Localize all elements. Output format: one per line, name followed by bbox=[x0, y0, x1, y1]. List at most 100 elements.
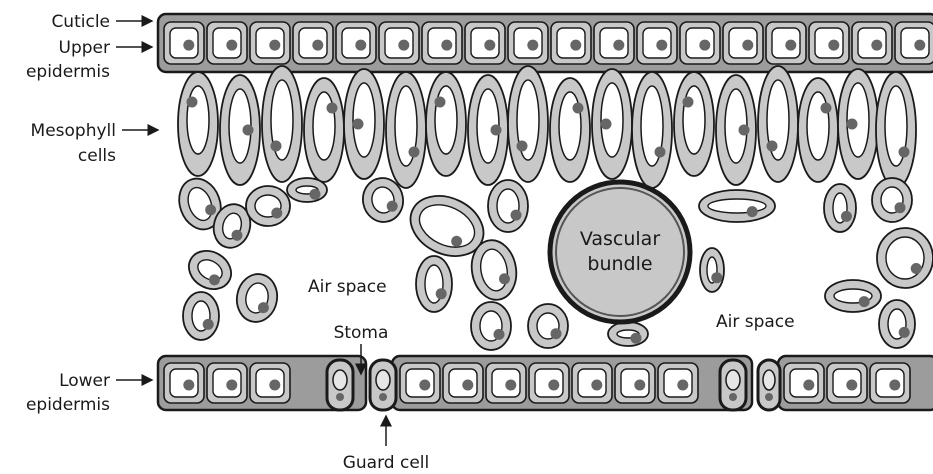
upper-epidermis-cell bbox=[895, 22, 933, 64]
guard-cell-left-a bbox=[327, 360, 353, 410]
palisade-nucleus bbox=[821, 103, 832, 114]
lower-epidermis-nucleus bbox=[548, 380, 559, 391]
upper-epidermis-cell bbox=[680, 22, 720, 64]
lower-epidermis-cell bbox=[784, 363, 824, 403]
lower-epidermis-nucleus bbox=[846, 380, 857, 391]
lower-epidermis-nucleus bbox=[183, 380, 194, 391]
spongy-cell bbox=[416, 256, 452, 312]
upper-epidermis-cell bbox=[164, 22, 204, 64]
palisade-nucleus bbox=[435, 97, 446, 108]
palisade-nucleus bbox=[243, 125, 254, 136]
spongy-cell bbox=[700, 248, 724, 292]
lower-epidermis-nucleus bbox=[591, 380, 602, 391]
upper-epidermis-label-line1: Upper bbox=[59, 38, 110, 58]
mesophyll-label-line2: cells bbox=[78, 146, 116, 166]
upper-epidermis-nucleus bbox=[570, 40, 581, 51]
lower-epidermis-nucleus bbox=[634, 380, 645, 391]
palisade-nucleus bbox=[847, 119, 858, 130]
spongy-nucleus bbox=[711, 272, 722, 283]
label-guard-cell: Guard cell bbox=[343, 416, 430, 473]
spongy-nucleus bbox=[310, 189, 321, 200]
upper-epidermis-nucleus bbox=[355, 40, 366, 51]
palisade-cell bbox=[262, 66, 302, 182]
spongy-cell bbox=[699, 190, 775, 222]
spongy-nucleus bbox=[203, 319, 214, 330]
lower-epidermis-nucleus bbox=[803, 380, 814, 391]
spongy-cell bbox=[246, 186, 290, 226]
palisade-cell bbox=[798, 78, 838, 182]
palisade-cell bbox=[304, 78, 344, 182]
upper-epidermis-nucleus bbox=[441, 40, 452, 51]
upper-epidermis bbox=[158, 14, 933, 72]
spongy-cell bbox=[528, 304, 568, 348]
upper-epidermis-label-line2: epidermis bbox=[26, 62, 110, 82]
label-cuticle: Cuticle bbox=[51, 12, 152, 32]
spongy-nucleus bbox=[631, 333, 642, 344]
upper-epidermis-nucleus bbox=[183, 40, 194, 51]
spongy-cell bbox=[287, 178, 327, 202]
upper-epidermis-nucleus bbox=[914, 40, 925, 51]
upper-epidermis-nucleus bbox=[398, 40, 409, 51]
label-mesophyll: Mesophyll cells bbox=[31, 121, 158, 166]
upper-epidermis-nucleus bbox=[871, 40, 882, 51]
spongy-cell bbox=[877, 228, 933, 288]
lower-epidermis-cell bbox=[572, 363, 612, 403]
spongy-cell bbox=[608, 322, 648, 346]
air-space-right-label: Air space bbox=[716, 312, 795, 332]
palisade-cell bbox=[344, 69, 384, 179]
palisade-nucleus bbox=[573, 103, 584, 114]
spongy-nucleus bbox=[895, 202, 906, 213]
upper-epidermis-cells bbox=[164, 22, 933, 64]
upper-epidermis-cell bbox=[465, 22, 505, 64]
upper-epidermis-nucleus bbox=[312, 40, 323, 51]
lower-epidermis-nucleus bbox=[889, 380, 900, 391]
lower-epidermis-nucleus bbox=[419, 380, 430, 391]
upper-epidermis-cell bbox=[594, 22, 634, 64]
spongy-nucleus bbox=[899, 327, 910, 338]
spongy-cell bbox=[182, 243, 238, 296]
upper-epidermis-nucleus bbox=[527, 40, 538, 51]
lower-epidermis-cell bbox=[486, 363, 526, 403]
lower-epidermis-cell bbox=[443, 363, 483, 403]
palisade-cell bbox=[468, 75, 508, 185]
upper-epidermis-cell bbox=[852, 22, 892, 64]
palisade-cell bbox=[716, 75, 756, 185]
spongy-nucleus bbox=[911, 263, 922, 274]
spongy-cell bbox=[233, 271, 281, 325]
upper-epidermis-cell bbox=[336, 22, 376, 64]
upper-epidermis-nucleus bbox=[226, 40, 237, 51]
upper-epidermis-nucleus bbox=[785, 40, 796, 51]
palisade-cell bbox=[178, 72, 218, 176]
palisade-cell bbox=[550, 78, 590, 182]
spongy-nucleus bbox=[747, 206, 758, 217]
palisade-nucleus bbox=[655, 147, 666, 158]
lower-epidermis-nucleus bbox=[226, 380, 237, 391]
palisade-nucleus bbox=[899, 147, 910, 158]
spongy-nucleus bbox=[271, 208, 282, 219]
upper-epidermis-cell bbox=[207, 22, 247, 64]
upper-epidermis-cell bbox=[551, 22, 591, 64]
spongy-nucleus bbox=[511, 210, 522, 221]
palisade-cell bbox=[632, 72, 672, 188]
palisade-nucleus bbox=[739, 125, 750, 136]
upper-epidermis-cell bbox=[766, 22, 806, 64]
spongy-nucleus bbox=[551, 328, 562, 339]
lower-epidermis bbox=[158, 356, 933, 410]
lower-epidermis-cell bbox=[250, 363, 290, 403]
palisade-cell bbox=[386, 72, 426, 188]
mesophyll-label-line1: Mesophyll bbox=[31, 121, 116, 141]
spongy-cell bbox=[824, 184, 856, 232]
spongy-cell bbox=[488, 180, 528, 232]
palisade-cell bbox=[508, 66, 548, 182]
guard-cell-left-b bbox=[370, 360, 396, 410]
spongy-cell bbox=[471, 302, 511, 350]
upper-epidermis-nucleus bbox=[484, 40, 495, 51]
vascular-bundle: Vascular bundle bbox=[550, 182, 690, 322]
upper-epidermis-cell bbox=[379, 22, 419, 64]
guard-cell-label: Guard cell bbox=[343, 453, 430, 473]
vascular-label-line1: Vascular bbox=[580, 228, 660, 250]
palisade-nucleus bbox=[491, 125, 502, 136]
palisade-nucleus bbox=[517, 141, 528, 152]
lower-epidermis-nucleus bbox=[505, 380, 516, 391]
